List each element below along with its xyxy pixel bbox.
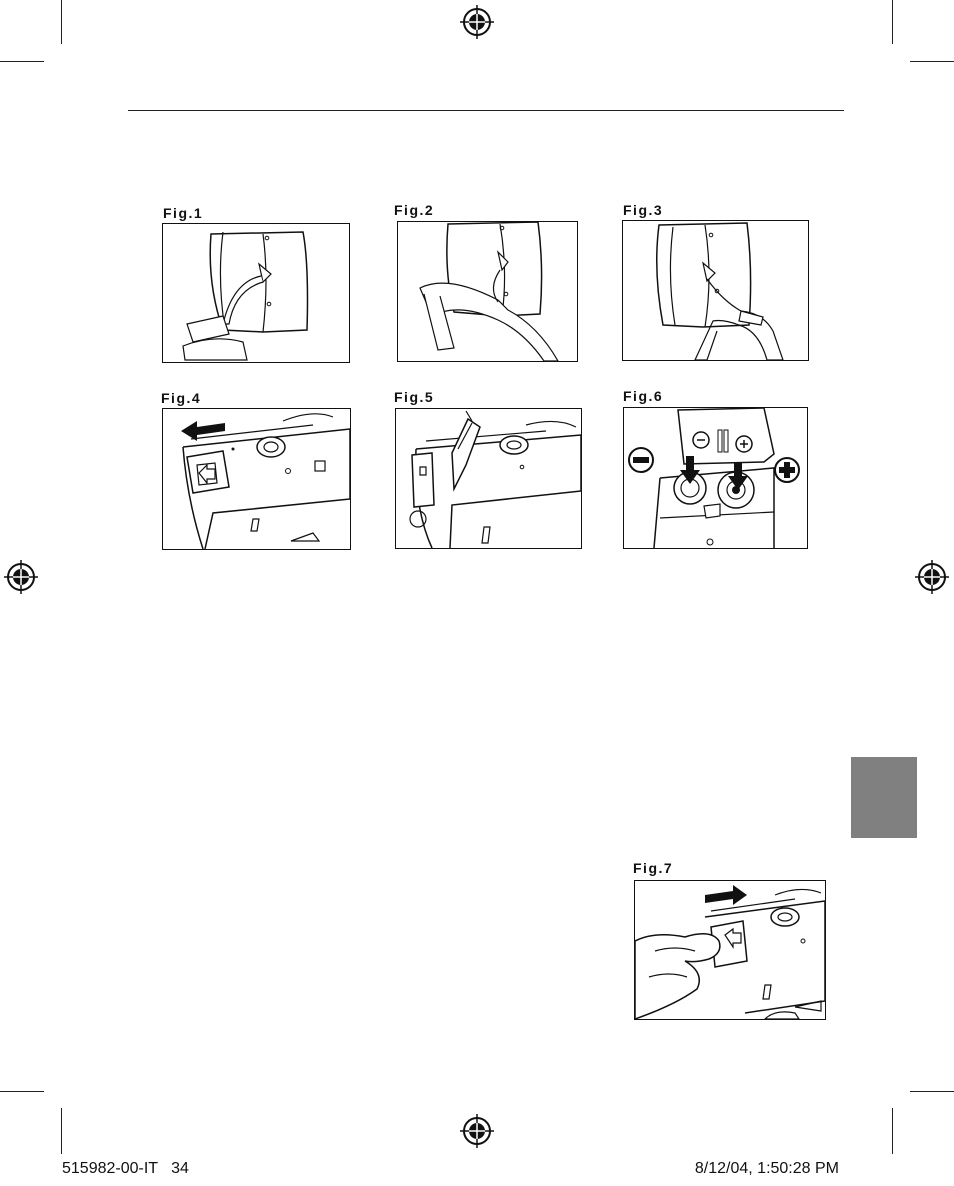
fig2-label: Fig.2 — [394, 202, 435, 218]
crop-mark-tr-v — [892, 0, 893, 44]
fig1-illustration — [162, 223, 350, 363]
registration-mark-icon — [460, 1114, 494, 1148]
header-rule — [128, 110, 844, 111]
minus-sign-icon — [628, 447, 654, 473]
arrow-left-icon — [181, 421, 225, 441]
fig1-label: Fig.1 — [163, 205, 204, 221]
plus-sign-icon — [774, 457, 800, 483]
crop-mark-bl-v — [61, 1108, 62, 1154]
fig7-label: Fig.7 — [633, 860, 674, 876]
fig4-label: Fig.4 — [161, 390, 202, 406]
footer-timestamp: 8/12/04, 1:50:28 PM — [694, 1160, 839, 1177]
fig3-illustration — [622, 220, 809, 361]
crop-mark-br-h — [910, 1091, 954, 1092]
footer-job-code: 515982-00-IT 34 — [62, 1160, 189, 1177]
crop-mark-tl-h — [0, 61, 44, 62]
fig4-illustration — [162, 408, 351, 550]
fig2-illustration — [397, 221, 578, 362]
fig3-label: Fig.3 — [623, 202, 664, 218]
registration-mark-icon — [4, 560, 38, 594]
arrow-down-icon — [680, 456, 700, 484]
registration-mark-icon — [460, 5, 494, 39]
fig6-label: Fig.6 — [623, 388, 664, 404]
fig5-label: Fig.5 — [394, 389, 435, 405]
crop-mark-tl-v — [61, 0, 62, 44]
section-tab — [851, 757, 917, 838]
fig7-illustration — [634, 880, 826, 1020]
registration-mark-icon — [915, 560, 949, 594]
crop-mark-bl-h — [0, 1091, 44, 1092]
arrow-right-icon — [705, 885, 747, 905]
arrow-down-icon — [728, 462, 748, 490]
crop-mark-br-v — [892, 1108, 893, 1154]
fig5-illustration — [395, 408, 582, 549]
fig6-illustration — [623, 407, 808, 549]
crop-mark-tr-h — [910, 61, 954, 62]
